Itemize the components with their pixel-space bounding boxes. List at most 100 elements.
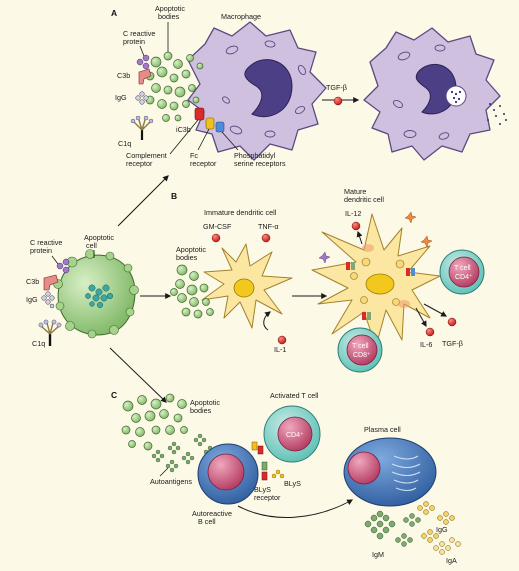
left-crp-label-1: C reactive bbox=[30, 238, 62, 247]
tnf-alpha-label: TNF-α bbox=[258, 222, 279, 231]
tcell-cd8-nucleus bbox=[346, 334, 378, 366]
c-bodies-label-2: bodies bbox=[190, 406, 212, 415]
activated-tcell-label: Activated T cell bbox=[270, 391, 319, 400]
complement-receptor-shape bbox=[194, 107, 205, 121]
c1q-a bbox=[130, 115, 154, 140]
b-bodies-label-1: Apoptotic bbox=[176, 245, 206, 254]
macrophage-nucleus bbox=[244, 59, 293, 118]
apoptotic-bodies-b bbox=[170, 264, 214, 319]
a-crp-leader bbox=[139, 45, 145, 57]
panel-a: A bbox=[111, 4, 507, 168]
a-ic3b-label: iC3b bbox=[176, 125, 191, 134]
igm-label: IgM bbox=[372, 550, 384, 559]
tcell-cd4-b-nucleus bbox=[448, 256, 480, 288]
activated-tcell-cd4-label: CD4⁺ bbox=[286, 432, 304, 439]
mature-dc-glow bbox=[362, 244, 410, 308]
c1q-left bbox=[38, 319, 62, 346]
c-bodies-label-1: Apoptotic bbox=[190, 398, 220, 407]
mature-dc-nucleus bbox=[365, 273, 395, 295]
a-igg-label: IgG bbox=[115, 93, 127, 102]
left-apoptotic-label-1: Apoptotic bbox=[84, 233, 114, 242]
igg-a bbox=[135, 91, 149, 105]
macrophage-cell bbox=[187, 21, 327, 161]
panel-b: B Immature dendritic cell GM-CSF TNF-α A… bbox=[170, 187, 485, 373]
gm-csf-cytokine bbox=[211, 233, 221, 243]
a-complement-label-2: receptor bbox=[126, 159, 153, 168]
tgf-b-label: TGF-β bbox=[442, 339, 463, 348]
a-complement-leader bbox=[169, 119, 199, 155]
panel-b-letter: B bbox=[171, 191, 177, 201]
il6-arrow bbox=[415, 307, 427, 328]
iga-label: IgA bbox=[446, 556, 457, 565]
igg-antibodies bbox=[417, 501, 455, 543]
c3b-left bbox=[43, 274, 59, 291]
arrow-to-plasma bbox=[237, 499, 354, 518]
apoptotic-bodies-a bbox=[145, 51, 204, 122]
il1-cytokine bbox=[277, 335, 287, 345]
tcell-cd4-b-label-1: T cell bbox=[454, 265, 471, 272]
c3b-a bbox=[138, 68, 152, 85]
autoantigens-label: Autoantigens bbox=[150, 477, 192, 486]
mature-dc-complexes bbox=[346, 262, 415, 320]
star-cytokine-2 bbox=[404, 211, 417, 224]
crp-left bbox=[56, 258, 70, 274]
autoantigens-leader bbox=[159, 467, 169, 477]
igg-label-c: IgG bbox=[436, 525, 448, 534]
star-cytokine-3 bbox=[420, 235, 433, 248]
bcell-label-2: B cell bbox=[198, 517, 216, 526]
a-crp-label-2: protein bbox=[123, 37, 145, 46]
bcell-nucleus bbox=[207, 453, 245, 491]
macrophage-label: Macrophage bbox=[221, 12, 261, 21]
arrow-to-a bbox=[117, 175, 169, 227]
a-ps-label-1: Phosphatidyl bbox=[234, 151, 276, 160]
macrophage-right-vesicles bbox=[392, 44, 450, 140]
arrow-to-c bbox=[109, 347, 167, 403]
il12-arrow bbox=[356, 230, 363, 245]
plasma-cell-label: Plasma cell bbox=[364, 425, 401, 434]
blys-receptor-label-1: BLyS bbox=[254, 485, 271, 494]
crp-a bbox=[136, 54, 150, 70]
immature-dc-label: Immature dendritic cell bbox=[204, 208, 277, 217]
macrophage-right-nucleus bbox=[415, 64, 457, 115]
apoptotic-bodies-c bbox=[121, 393, 188, 451]
tgf-b-cytokine bbox=[447, 317, 457, 327]
blys-label: BLyS bbox=[284, 479, 301, 488]
a-ps-leader bbox=[221, 131, 239, 151]
a-fc-label-2: receptor bbox=[190, 159, 217, 168]
left-crp-leader bbox=[51, 255, 59, 265]
ps-receptor-shape bbox=[215, 121, 225, 133]
il6-label: IL-6 bbox=[420, 340, 432, 349]
b-bodies-label-2: bodies bbox=[176, 253, 198, 262]
il6-cytokine bbox=[425, 327, 435, 337]
tgf-b-arrow bbox=[423, 303, 448, 317]
mature-dc-label-2: dendritic cell bbox=[344, 195, 384, 204]
a-crp-label-1: C reactive bbox=[123, 29, 155, 38]
bcell-receptors bbox=[251, 441, 268, 481]
apoptotic-cell-chromatin bbox=[85, 284, 114, 309]
autoantigen-clusters bbox=[151, 433, 217, 473]
fc-receptor-shape bbox=[205, 117, 215, 130]
gm-csf-label: GM-CSF bbox=[203, 222, 232, 231]
igg-left bbox=[41, 291, 55, 309]
activated-tcell-nucleus bbox=[277, 416, 313, 452]
immature-dc-nucleus bbox=[233, 278, 255, 298]
a-c1q-label: C1q bbox=[118, 139, 131, 148]
a-bodies-label-2: bodies bbox=[158, 12, 180, 21]
a-fc-leader bbox=[197, 128, 210, 151]
a-c3b-label: C3b bbox=[117, 71, 130, 80]
panel-c: C Apoptotic bodies Autoantigens Activate… bbox=[111, 390, 461, 565]
il12-cytokine bbox=[351, 221, 361, 231]
star-cytokine-1 bbox=[318, 251, 331, 264]
a-fc-label-1: Fc bbox=[190, 151, 198, 160]
mature-dc-label-1: Mature bbox=[344, 187, 366, 196]
il1-loop bbox=[263, 311, 271, 331]
a-complement-label-1: Complement bbox=[126, 151, 167, 160]
iga-antibodies bbox=[433, 537, 461, 555]
blys-molecules bbox=[271, 469, 285, 479]
mature-dc-vesicles bbox=[350, 257, 405, 306]
igm-antibodies bbox=[364, 510, 421, 547]
plasma-cell-nucleus bbox=[347, 451, 381, 485]
tnf-alpha-cytokine bbox=[261, 233, 271, 243]
a-tgf-cytokine bbox=[333, 96, 343, 106]
